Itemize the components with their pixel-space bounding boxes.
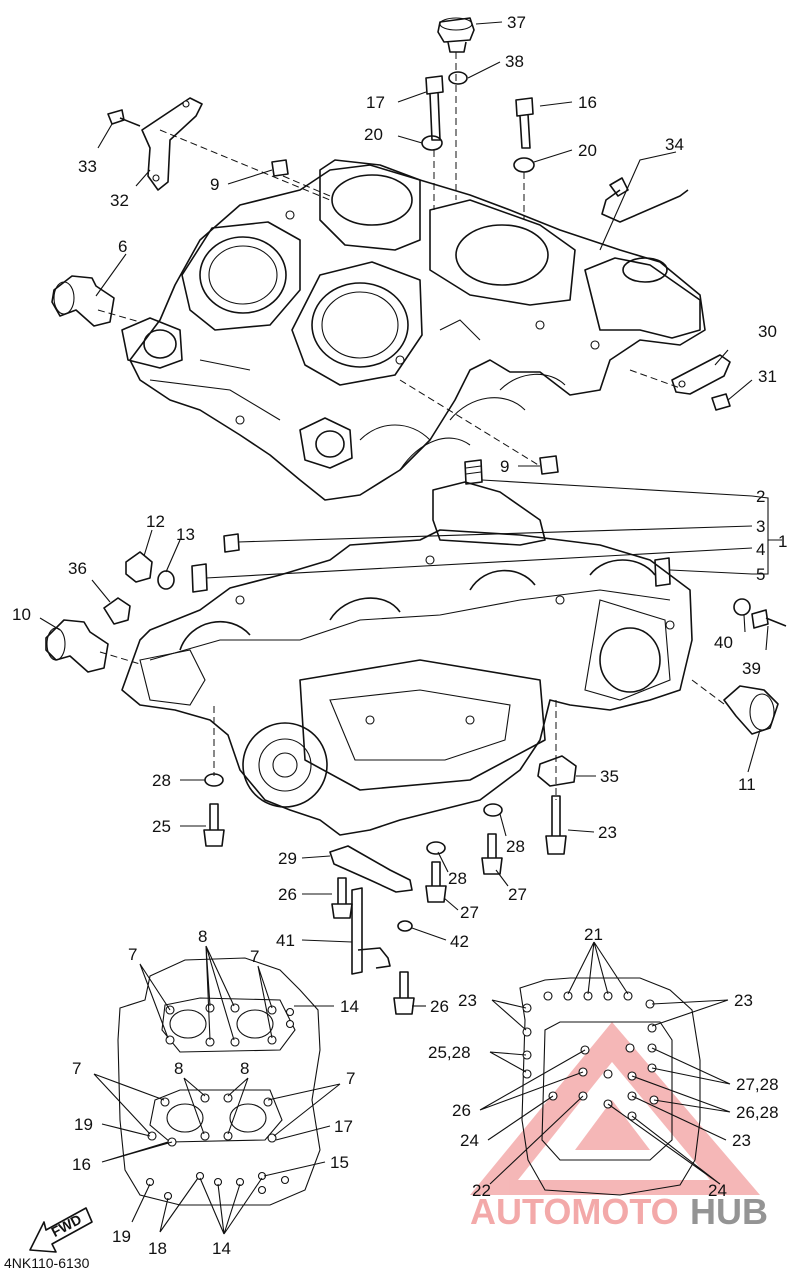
callout-10: 10 <box>12 605 31 624</box>
lower-crankcase <box>121 481 693 836</box>
lower-bolt-pattern <box>479 941 731 1196</box>
callout-20b: 20 <box>578 141 597 160</box>
callout-l23a: 23 <box>458 991 477 1010</box>
upper-crankcase <box>121 159 706 501</box>
callout-labels: 37 38 17 16 20 20 33 32 9 34 6 30 31 9 2… <box>4 13 787 1271</box>
callout-l22: 22 <box>472 1181 491 1200</box>
callout-17: 17 <box>366 93 385 112</box>
callout-2: 2 <box>756 487 765 506</box>
callout-39: 39 <box>742 659 761 678</box>
callout-40: 40 <box>714 633 733 652</box>
callout-28b: 28 <box>506 837 525 856</box>
callout-36: 36 <box>68 559 87 578</box>
callout-27a: 27 <box>508 885 527 904</box>
callout-u19b: 19 <box>112 1227 131 1246</box>
callout-13: 13 <box>176 525 195 544</box>
callout-34: 34 <box>665 135 684 154</box>
callout-u7d: 7 <box>346 1069 355 1088</box>
callout-29: 29 <box>278 849 297 868</box>
callout-32: 32 <box>110 191 129 210</box>
callout-u7c: 7 <box>72 1059 81 1078</box>
callout-9a: 9 <box>210 175 219 194</box>
callout-42: 42 <box>450 932 469 951</box>
callout-31: 31 <box>758 367 777 386</box>
callout-u14b: 14 <box>212 1239 231 1258</box>
watermark-text: AUTOMOTO HUB <box>470 1191 768 1232</box>
callout-u17: 17 <box>334 1117 353 1136</box>
callout-l2728: 27,28 <box>736 1075 779 1094</box>
watermark-word-2: HUB <box>690 1191 768 1232</box>
callout-u14a: 14 <box>340 997 359 1016</box>
fwd-arrow: FWD <box>29 1207 93 1253</box>
callout-5: 5 <box>756 565 765 584</box>
callout-38: 38 <box>505 52 524 71</box>
callout-35: 35 <box>600 767 619 786</box>
callout-u19a: 19 <box>74 1115 93 1134</box>
callout-u16: 16 <box>72 1155 91 1174</box>
callout-l24a: 24 <box>460 1131 479 1150</box>
callout-u15: 15 <box>330 1153 349 1172</box>
callout-16: 16 <box>578 93 597 112</box>
upper-bolt-pattern <box>93 945 341 1235</box>
callout-9b: 9 <box>500 457 509 476</box>
callout-20a: 20 <box>364 125 383 144</box>
callout-u7a: 7 <box>128 945 137 964</box>
watermark-word-1: AUTOMOTO <box>470 1191 679 1232</box>
callout-28c: 28 <box>448 869 467 888</box>
callout-33: 33 <box>78 157 97 176</box>
callout-u18: 18 <box>148 1239 167 1258</box>
callout-u8b: 8 <box>174 1059 183 1078</box>
callout-26a: 26 <box>278 885 297 904</box>
callout-27b: 27 <box>460 903 479 922</box>
callout-l24b: 24 <box>708 1181 727 1200</box>
callout-l21: 21 <box>584 925 603 944</box>
callout-30: 30 <box>758 322 777 341</box>
callout-l2628: 26,28 <box>736 1103 779 1122</box>
callout-23a: 23 <box>598 823 617 842</box>
callout-41: 41 <box>276 931 295 950</box>
callout-l2528: 25,28 <box>428 1043 471 1062</box>
callout-25: 25 <box>152 817 171 836</box>
callout-12: 12 <box>146 512 165 531</box>
callout-11: 11 <box>738 775 756 794</box>
diagram-code: 4NK110-6130 <box>4 1255 90 1271</box>
callout-4: 4 <box>756 540 765 559</box>
callout-28a: 28 <box>152 771 171 790</box>
callout-6: 6 <box>118 237 127 256</box>
callout-1: 1 <box>778 532 787 551</box>
leader-lines <box>39 21 782 1007</box>
callout-26b: 26 <box>430 997 449 1016</box>
callout-u8a: 8 <box>198 927 207 946</box>
callout-l26: 26 <box>452 1101 471 1120</box>
callout-u7b: 7 <box>250 947 259 966</box>
watermark-logo <box>470 1022 760 1195</box>
callout-37: 37 <box>507 13 526 32</box>
callout-3: 3 <box>756 517 765 536</box>
callout-l23b: 23 <box>734 991 753 1010</box>
callout-u8c: 8 <box>240 1059 249 1078</box>
callout-l23c: 23 <box>732 1131 751 1150</box>
